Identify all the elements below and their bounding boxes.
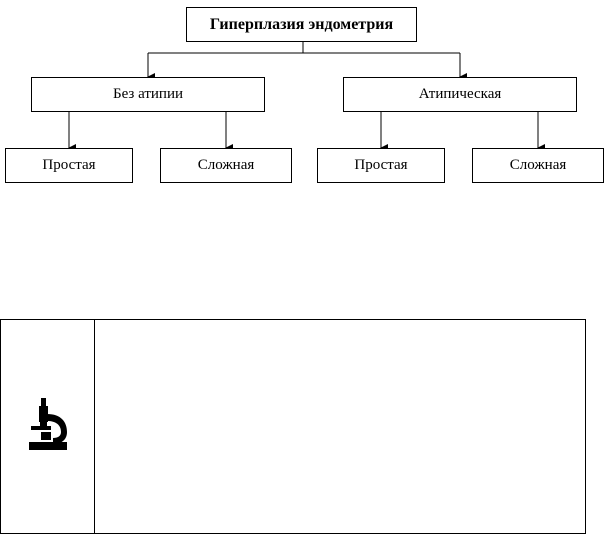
node-slozhnaya-2: Сложная <box>472 148 604 183</box>
connector-lines <box>68 42 545 152</box>
node-prostaya-1: Простая <box>5 148 133 183</box>
node-slozhnaya-1: Сложная <box>160 148 292 183</box>
node-atipicheskaya: Атипическая <box>343 77 577 112</box>
info-box-icon-cell <box>1 320 95 533</box>
root-node: Гиперплазия эндометрия <box>186 7 417 42</box>
microscope-icon <box>27 396 69 457</box>
info-box-text <box>95 320 585 533</box>
node-bez-atipii: Без атипии <box>31 77 265 112</box>
node-prostaya-2: Простая <box>317 148 445 183</box>
info-box <box>0 319 586 534</box>
